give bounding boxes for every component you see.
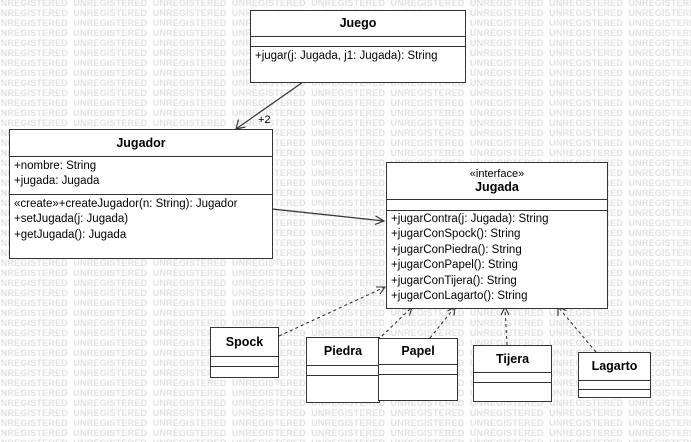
class-piedra[interactable]: Piedra [306, 337, 380, 403]
association-arrowhead [374, 215, 386, 226]
association-jugador-jugada [271, 208, 385, 222]
operation: +jugarConTijera(): String [391, 274, 517, 287]
class-name: Lagarto [591, 359, 638, 373]
attributes-compartment [379, 365, 457, 375]
realization-lagarto-jugada [557, 306, 597, 353]
operation: +setJugada(j: Jugada) [14, 213, 129, 226]
class-spock[interactable]: Spock [210, 327, 279, 378]
operations-compartment [211, 367, 278, 377]
attributes-compartment [579, 381, 650, 390]
class-name: Piedra [323, 344, 363, 358]
class-header: «interface» Jugada [387, 163, 607, 200]
class-papel[interactable]: Papel [378, 338, 458, 401]
operation: +getJugada(): Jugada [14, 228, 127, 241]
realization-tijera-jugada [504, 306, 508, 346]
operations-compartment [579, 390, 650, 397]
class-name: Papel [401, 344, 435, 358]
operations-compartment [474, 383, 551, 401]
class-header: Tijera [474, 346, 551, 373]
class-header: Jugador [10, 130, 272, 157]
class-tijera[interactable]: Tijera [473, 345, 552, 402]
class-name: Juego [339, 16, 377, 30]
multiplicity-label: +2 [258, 114, 271, 126]
attribute: +jugada: Jugada [14, 175, 100, 188]
operation: +jugarConLagarto(): String [391, 290, 528, 303]
class-header: Papel [379, 339, 457, 365]
class-name: Spock [225, 334, 264, 349]
class-juego[interactable]: Juego +jugar(j: Jugada, j1: Jugada): Str… [250, 10, 466, 83]
operation: +jugarConPiedra(): String [391, 243, 522, 256]
attributes-compartment: +nombre: String +jugada: Jugada [10, 157, 272, 195]
operations-compartment: +jugar(j: Jugada, j1: Jugada): String [251, 47, 465, 82]
realization-arrowhead [376, 286, 387, 295]
attributes-compartment [307, 366, 379, 376]
interface-jugada[interactable]: «interface» Jugada +jugarContra(j: Jugad… [386, 162, 608, 309]
operation: +jugarConPapel(): String [391, 259, 518, 272]
operation: +jugarConSpock(): String [391, 228, 521, 241]
attributes-compartment [387, 200, 607, 211]
class-name: Tijera [495, 351, 530, 366]
operations-compartment: +jugarContra(j: Jugada): String +jugarCo… [387, 211, 607, 308]
attributes-compartment [474, 373, 551, 383]
realization-spock-jugada [278, 286, 386, 337]
class-jugador[interactable]: Jugador +nombre: String +jugada: Jugada … [9, 129, 273, 259]
operation: «create»+createJugador(n: String): Jugad… [14, 198, 238, 210]
association-juego-jugador [235, 81, 304, 130]
operations-compartment [307, 376, 379, 402]
realization-piedra-jugada [381, 306, 413, 337]
operations-compartment [379, 375, 457, 400]
class-name: Jugador [116, 135, 166, 150]
attribute: +nombre: String [14, 160, 97, 172]
attributes-compartment [211, 357, 278, 367]
attributes-compartment [251, 37, 465, 47]
class-name: Jugada [475, 179, 519, 194]
class-lagarto[interactable]: Lagarto [578, 352, 651, 398]
class-header: Juego [251, 11, 465, 37]
operation: +jugarContra(j: Jugada): String [391, 213, 549, 225]
class-header: Piedra [307, 338, 379, 366]
stereotype: «interface» [469, 167, 525, 180]
operation: +jugar(j: Jugada, j1: Jugada): String [255, 50, 438, 62]
operations-compartment: «create»+createJugador(n: String): Jugad… [10, 195, 272, 258]
realization-papel-jugada [429, 306, 456, 339]
class-header: Lagarto [579, 353, 650, 381]
class-header: Spock [211, 328, 278, 357]
